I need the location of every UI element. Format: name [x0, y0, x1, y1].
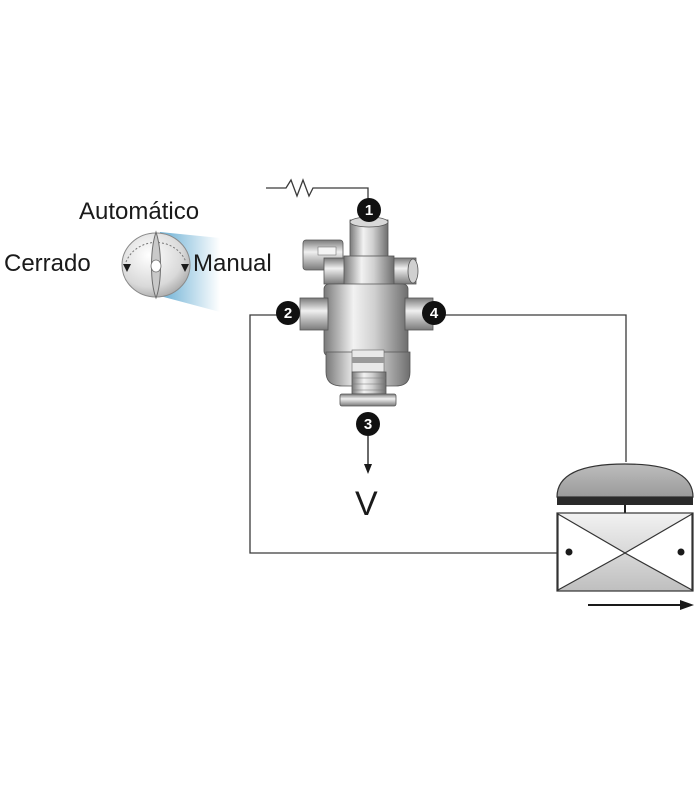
resistance-sensor-icon — [266, 178, 369, 200]
flow-direction-arrow-icon — [588, 600, 694, 610]
line-port4-to-actuator — [445, 314, 627, 462]
port-1-badge: 1 — [357, 198, 381, 222]
rotary-selector-icon[interactable] — [121, 230, 220, 312]
port-3-badge: 3 — [356, 412, 380, 436]
svg-text:4: 4 — [430, 305, 439, 322]
vent-label: V — [355, 485, 378, 523]
automatic-mode-label: Automático — [79, 198, 200, 225]
svg-text:3: 3 — [364, 416, 372, 433]
manual-mode-label: Manual — [193, 250, 272, 277]
line-port2-to-valve — [249, 314, 570, 554]
closed-arrow-icon — [123, 264, 131, 272]
closed-mode-label: Cerrado — [4, 250, 91, 277]
air-line-loop — [249, 314, 627, 554]
port-2-badge: 2 — [276, 301, 300, 325]
positioner-valve-body — [299, 216, 434, 407]
svg-text:2: 2 — [284, 305, 292, 322]
exhaust-arrow-icon — [364, 436, 372, 474]
manual-arrow-icon — [181, 264, 189, 272]
port-4-badge: 4 — [422, 301, 446, 325]
diaphragm-control-valve-icon — [556, 463, 694, 592]
svg-text:1: 1 — [365, 202, 373, 219]
